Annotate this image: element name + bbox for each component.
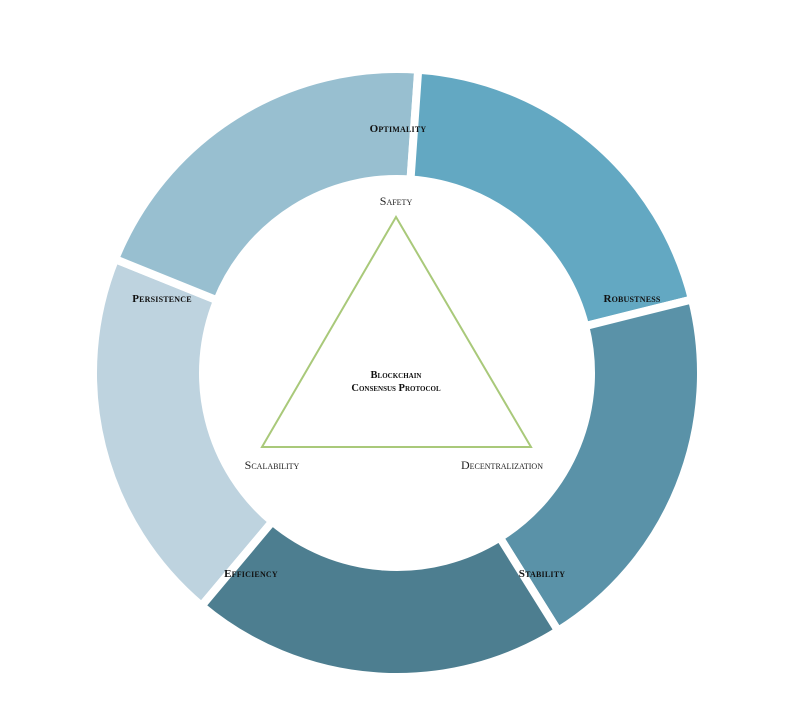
vertex-safety: Safety — [380, 194, 413, 208]
label-efficiency: Efficiency — [224, 568, 278, 580]
center-title-line2: Consensus Protocol — [351, 383, 441, 394]
protocol-triangle: Safety Scalability Decentralization Bloc… — [245, 194, 544, 472]
segment-efficiency — [494, 294, 705, 637]
segment-persistence — [195, 515, 564, 682]
segment-robustness — [109, 65, 423, 306]
label-optimality: Optimality — [370, 123, 427, 135]
segment-stability — [406, 65, 697, 331]
triangle-shape — [260, 215, 533, 448]
label-persistence: Persistence — [132, 293, 192, 305]
segment-optimality — [89, 253, 278, 612]
label-robustness: Robustness — [603, 293, 660, 305]
vertex-scalability: Scalability — [245, 458, 300, 472]
label-stability: Stability — [519, 568, 565, 580]
vertex-decentralization: Decentralization — [461, 458, 543, 472]
outer-ring: Optimality Robustness Stability Efficien… — [89, 65, 705, 682]
center-title-line1: Blockchain — [371, 370, 422, 381]
